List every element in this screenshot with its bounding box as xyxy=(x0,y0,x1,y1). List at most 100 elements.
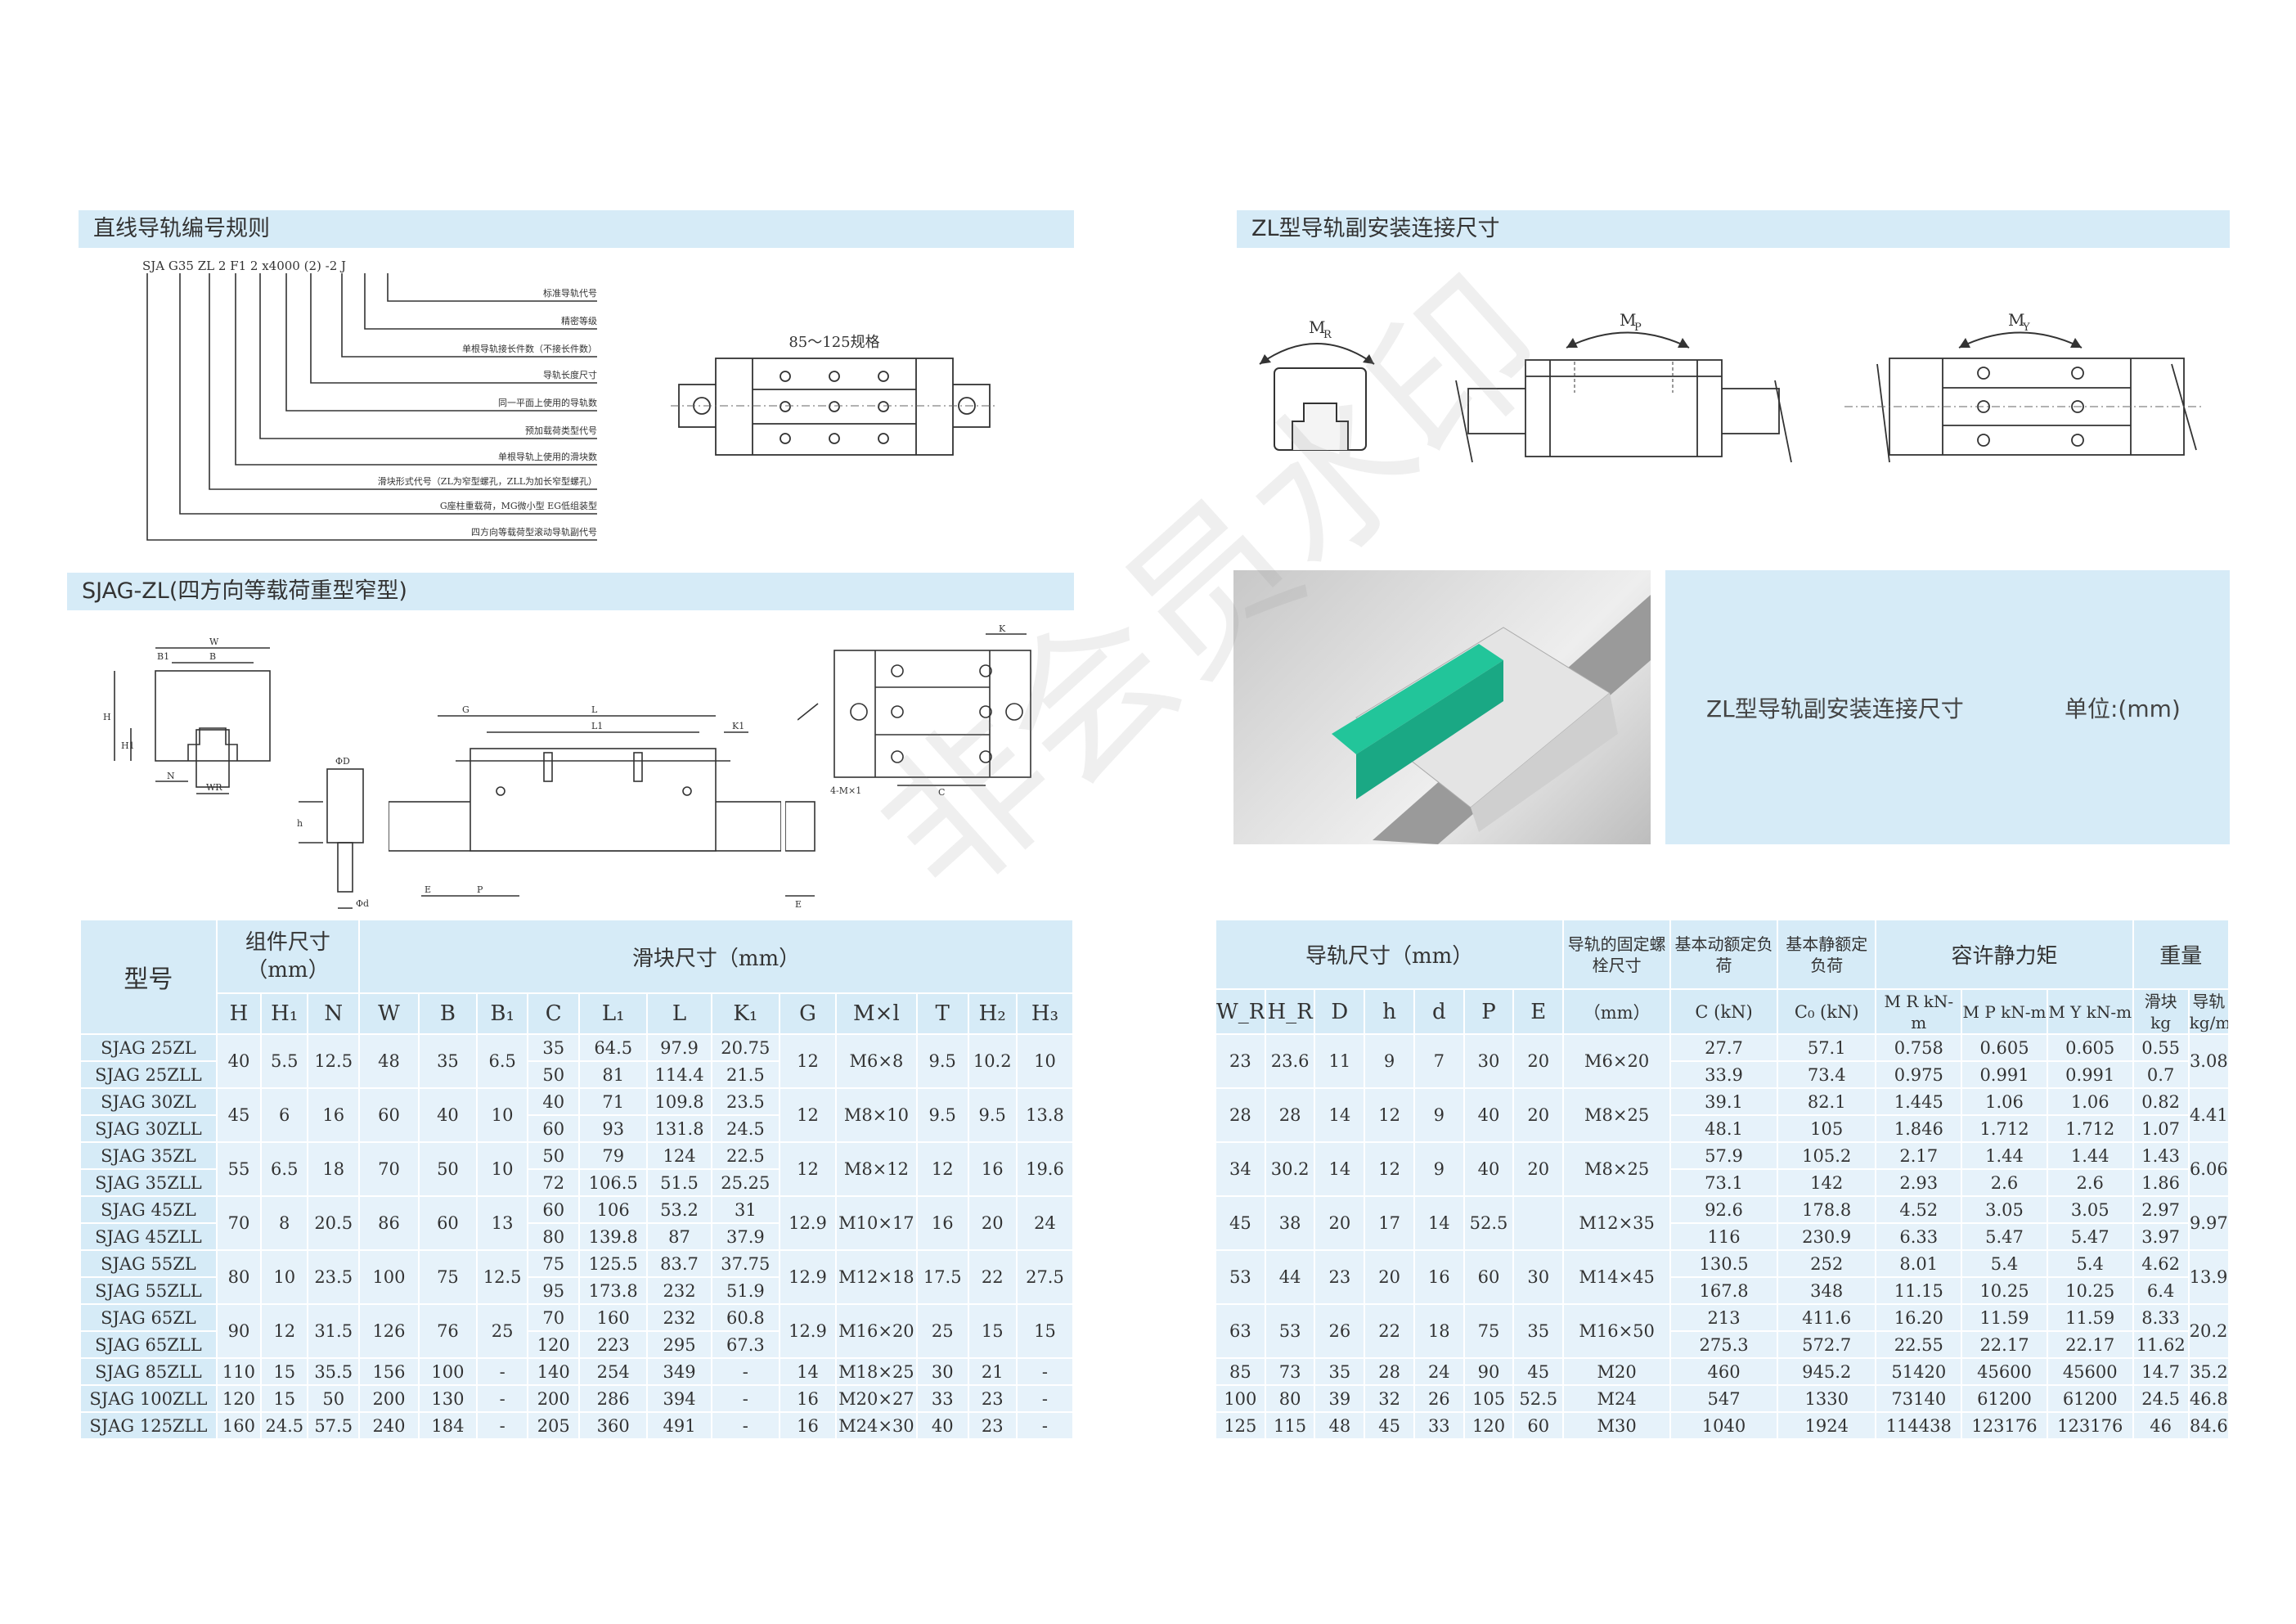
table-cell: 19.6 xyxy=(1015,1141,1075,1197)
table-cell: 72 xyxy=(527,1168,581,1197)
table-cell: 80 xyxy=(215,1249,263,1305)
table-cell: 30.2 xyxy=(1264,1141,1316,1197)
table-cell: 40 xyxy=(915,1411,969,1440)
rail-load-table: 导轨尺寸（mm） 导轨的固定螺栓尺寸 基本动额定负荷 基本静额定负荷 容许静力矩… xyxy=(1214,919,2231,1440)
table-cell: 491 xyxy=(646,1411,712,1440)
table-cell: 100 xyxy=(358,1249,420,1305)
table-cell: 53 xyxy=(1215,1249,1266,1305)
table-cell: 12 xyxy=(260,1303,309,1359)
table-cell: 45600 xyxy=(2046,1357,2134,1386)
block-top-view-85-125: 85～125规格 xyxy=(671,334,998,456)
table-cell: 60 xyxy=(1512,1411,1565,1440)
table-cell: 160 xyxy=(215,1411,263,1440)
table-cell: 60 xyxy=(358,1087,420,1143)
table-cell: 27.5 xyxy=(1015,1249,1075,1305)
table-cell: 28 xyxy=(1364,1357,1415,1386)
table-cell: 348 xyxy=(1776,1276,1877,1305)
table-cell: 48 xyxy=(358,1033,420,1089)
table-cell: 100 xyxy=(1215,1384,1266,1413)
table-cell: 22 xyxy=(967,1249,1018,1305)
col-header: C (kN) xyxy=(1669,988,1778,1035)
table-cell: 79 xyxy=(578,1141,649,1170)
table-cell: 232 xyxy=(646,1303,712,1332)
table-cell: 17.5 xyxy=(915,1249,969,1305)
table-cell: 20.5 xyxy=(307,1195,360,1251)
table-cell: 37.9 xyxy=(710,1222,781,1251)
table-cell: 0.82 xyxy=(2132,1087,2190,1116)
table-cell: 25 xyxy=(475,1303,529,1359)
col-header: M P kN-m xyxy=(1961,988,2048,1035)
table-cell: 35.5 xyxy=(307,1357,360,1386)
table-cell: 23 xyxy=(1314,1249,1366,1305)
table-cell: - xyxy=(475,1357,529,1386)
table-cell: 1.445 xyxy=(1875,1087,1963,1116)
col-header-dynamic: 基本动额定负荷 xyxy=(1669,919,1778,990)
table-cell: 60 xyxy=(527,1195,581,1224)
table-cell: 73.4 xyxy=(1776,1060,1877,1089)
table-cell: 1924 xyxy=(1776,1411,1877,1440)
table-cell: M16×50 xyxy=(1562,1303,1672,1359)
model-cell: SJAG 25ZL xyxy=(79,1033,218,1062)
code-string: SJA G35 ZL 2 F1 2 x4000 (2) -2 J xyxy=(142,260,346,273)
model-cell: SJAG 45ZLL xyxy=(79,1222,218,1251)
table-cell: 110 xyxy=(215,1357,263,1386)
table-cell: 53.2 xyxy=(646,1195,712,1224)
col-header: H₂ xyxy=(967,992,1018,1035)
table-cell: 12 xyxy=(1364,1141,1415,1197)
table-cell: 10 xyxy=(475,1141,529,1197)
table-cell: 61200 xyxy=(2046,1384,2134,1413)
table-cell: 184 xyxy=(417,1411,478,1440)
table-cell: 223 xyxy=(578,1330,649,1359)
svg-text:G: G xyxy=(462,704,470,715)
section-title-coding-rule: 直线导轨编号规则 xyxy=(79,210,1074,248)
col-header-bolt: 导轨的固定螺栓尺寸 xyxy=(1562,919,1672,990)
table-cell: 6.5 xyxy=(475,1033,529,1089)
table-cell: 67.3 xyxy=(710,1330,781,1359)
col-header: L xyxy=(646,992,712,1035)
col-header-rail: 导轨尺寸（mm） xyxy=(1214,919,1565,990)
table-cell: 11.59 xyxy=(2046,1303,2134,1332)
svg-text:E: E xyxy=(795,899,802,910)
table-cell: 10.25 xyxy=(1961,1276,2048,1305)
table-cell: 46 xyxy=(2132,1411,2190,1440)
table-cell: 51.9 xyxy=(710,1276,781,1305)
table-cell: 9 xyxy=(1413,1141,1465,1197)
svg-text:M: M xyxy=(2008,310,2024,330)
col-header: H₁ xyxy=(260,992,309,1035)
table-cell: 1.44 xyxy=(2046,1141,2134,1170)
col-header: B xyxy=(417,992,478,1035)
table-cell: 24.5 xyxy=(710,1114,781,1143)
table-cell: 2.17 xyxy=(1875,1141,1963,1170)
table-cell: 6.33 xyxy=(1875,1222,1963,1251)
table-cell: 97.9 xyxy=(646,1033,712,1062)
svg-text:W: W xyxy=(209,637,219,647)
block-dimension-table: 型号 组件尺寸（mm） 滑块尺寸（mm） H H₁ N W B B₁ C L₁ … xyxy=(79,919,1075,1440)
table-cell: - xyxy=(1015,1384,1075,1413)
table-cell: 71 xyxy=(578,1087,649,1116)
table-cell: 126 xyxy=(358,1303,420,1359)
table-cell: M12×18 xyxy=(834,1249,918,1305)
spec-note: 85～125规格 xyxy=(789,334,879,351)
table-cell: 2.6 xyxy=(2046,1168,2134,1197)
table-cell: 40 xyxy=(527,1087,581,1116)
code-rule-diagram: SJA G35 ZL 2 F1 2 x4000 (2) -2 J 标准导轨代号 … xyxy=(142,260,597,541)
table-cell: 45 xyxy=(1364,1411,1415,1440)
col-header: W xyxy=(358,992,420,1035)
table-cell: 46.8 xyxy=(2187,1384,2231,1413)
table-cell: 106 xyxy=(578,1195,649,1224)
table-cell: 3.05 xyxy=(1961,1195,2048,1224)
table-cell: 0.55 xyxy=(2132,1033,2190,1062)
table-cell: 12 xyxy=(779,1033,837,1089)
table-cell: 12 xyxy=(779,1141,837,1197)
table-cell: 0.991 xyxy=(1961,1060,2048,1089)
table-cell: 1330 xyxy=(1776,1384,1877,1413)
table-cell: 0.7 xyxy=(2132,1060,2190,1089)
table-cell: - xyxy=(710,1384,781,1413)
section-title-sjag-zl: SJAG-ZL(四方向等载荷重型窄型) xyxy=(67,573,1074,610)
table-cell: 44 xyxy=(1264,1249,1316,1305)
